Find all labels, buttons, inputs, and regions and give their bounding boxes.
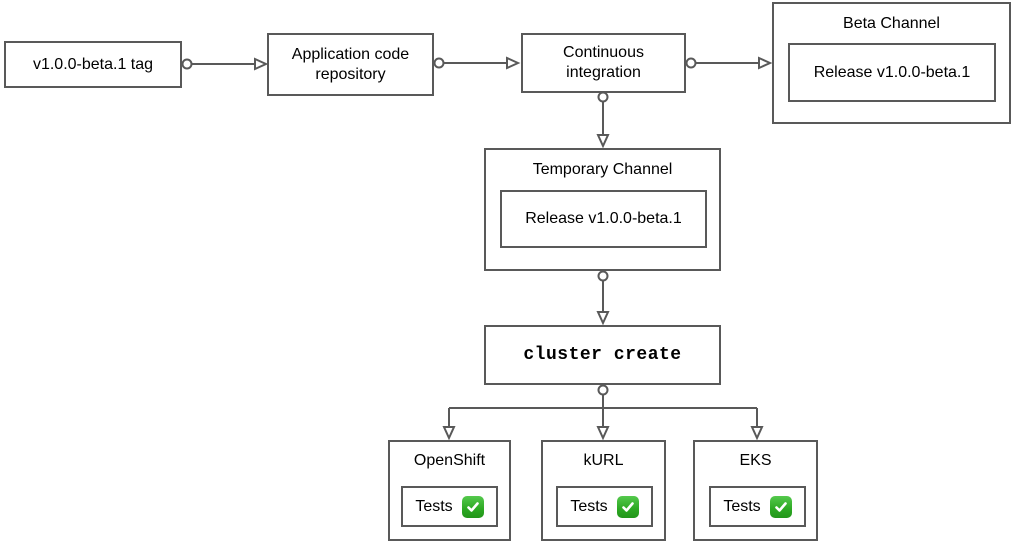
group-temporary-channel: Temporary Channel Release v1.0.0-beta.1 <box>484 148 721 271</box>
continuous-integration-label: Continuous integration <box>563 44 644 81</box>
node-cluster-create: cluster create <box>484 325 721 385</box>
group-cluster-kurl: kURL Tests <box>541 440 666 541</box>
edge-repo-to-ci <box>433 56 521 70</box>
cluster-kurl-title: kURL <box>583 452 624 469</box>
edge-tag-to-repo <box>181 57 269 71</box>
group-cluster-openshift: OpenShift Tests <box>388 440 511 541</box>
edge-temporary-channel-to-cluster-create <box>596 270 610 326</box>
node-temporary-release: Release v1.0.0-beta.1 <box>500 190 707 248</box>
check-mark-icon <box>616 495 639 518</box>
node-beta-release: Release v1.0.0-beta.1 <box>788 43 996 102</box>
kurl-tests-label: Tests <box>570 497 608 515</box>
eks-tests-label: Tests <box>723 497 761 515</box>
node-version-tag: v1.0.0-beta.1 tag <box>4 41 182 88</box>
app-code-repository-label: Application code repository <box>291 45 410 83</box>
beta-channel-title: Beta Channel <box>843 15 940 32</box>
group-cluster-eks: EKS Tests <box>693 440 818 541</box>
edge-ci-to-temporary-channel <box>596 91 610 149</box>
version-tag-label: v1.0.0-beta.1 tag <box>32 55 154 73</box>
temporary-release-label: Release v1.0.0-beta.1 <box>525 210 682 227</box>
temporary-channel-title: Temporary Channel <box>532 161 673 178</box>
openshift-tests-label: Tests <box>415 497 453 515</box>
check-mark-icon <box>461 495 484 518</box>
beta-release-label: Release v1.0.0-beta.1 <box>813 63 971 81</box>
check-mark-icon <box>769 495 792 518</box>
cluster-openshift-title: OpenShift <box>413 452 486 469</box>
openshift-tests-box: Tests <box>401 486 498 527</box>
eks-tests-box: Tests <box>709 486 806 527</box>
cluster-create-label: cluster create <box>523 344 682 365</box>
group-beta-channel: Beta Channel Release v1.0.0-beta.1 <box>772 2 1011 124</box>
cluster-eks-title: EKS <box>739 452 772 469</box>
edge-ci-to-beta-channel <box>685 56 773 70</box>
node-continuous-integration: Continuous integration <box>521 33 686 93</box>
kurl-tests-box: Tests <box>556 486 653 527</box>
node-app-code-repository: Application code repository <box>267 33 434 96</box>
edge-cluster-create-to-test-clusters <box>442 384 764 441</box>
